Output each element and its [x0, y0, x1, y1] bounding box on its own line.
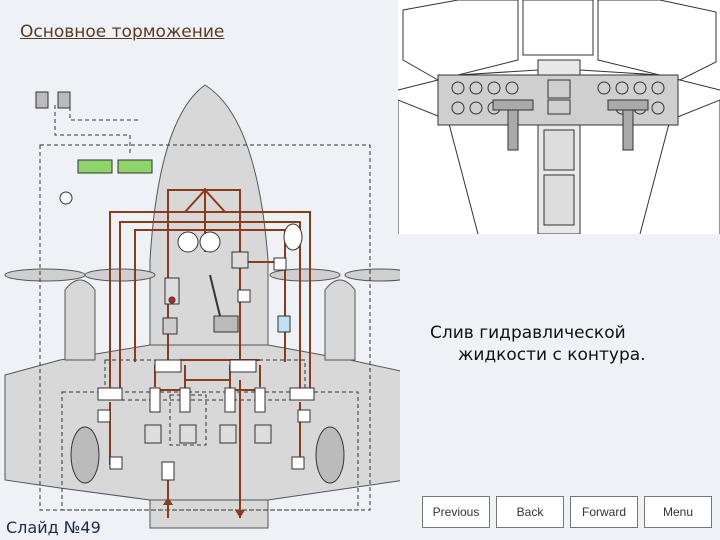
flow-arrows	[163, 497, 245, 518]
yokes	[492, 99, 649, 151]
caption-line-1: Слив гидравлической	[430, 323, 626, 343]
back-button[interactable]: Back	[496, 496, 564, 528]
propellers	[4, 268, 400, 282]
slide-title: Основное торможение	[20, 22, 225, 42]
hydraulic-scheme-diagram	[4, 84, 400, 529]
instrument-panel	[437, 74, 679, 126]
main-wheels	[70, 426, 345, 484]
components	[35, 91, 315, 481]
cockpit-illustration	[398, 0, 720, 234]
slide-number: Слайд №49	[6, 518, 101, 537]
previous-button[interactable]: Previous	[422, 496, 490, 528]
caption-line-2: жидкости с контура.	[458, 345, 646, 365]
menu-button[interactable]: Menu	[644, 496, 712, 528]
forward-button[interactable]: Forward	[570, 496, 638, 528]
pedestal	[543, 129, 575, 226]
caption-text: Слив гидравлической жидкости с контура.	[430, 322, 646, 366]
